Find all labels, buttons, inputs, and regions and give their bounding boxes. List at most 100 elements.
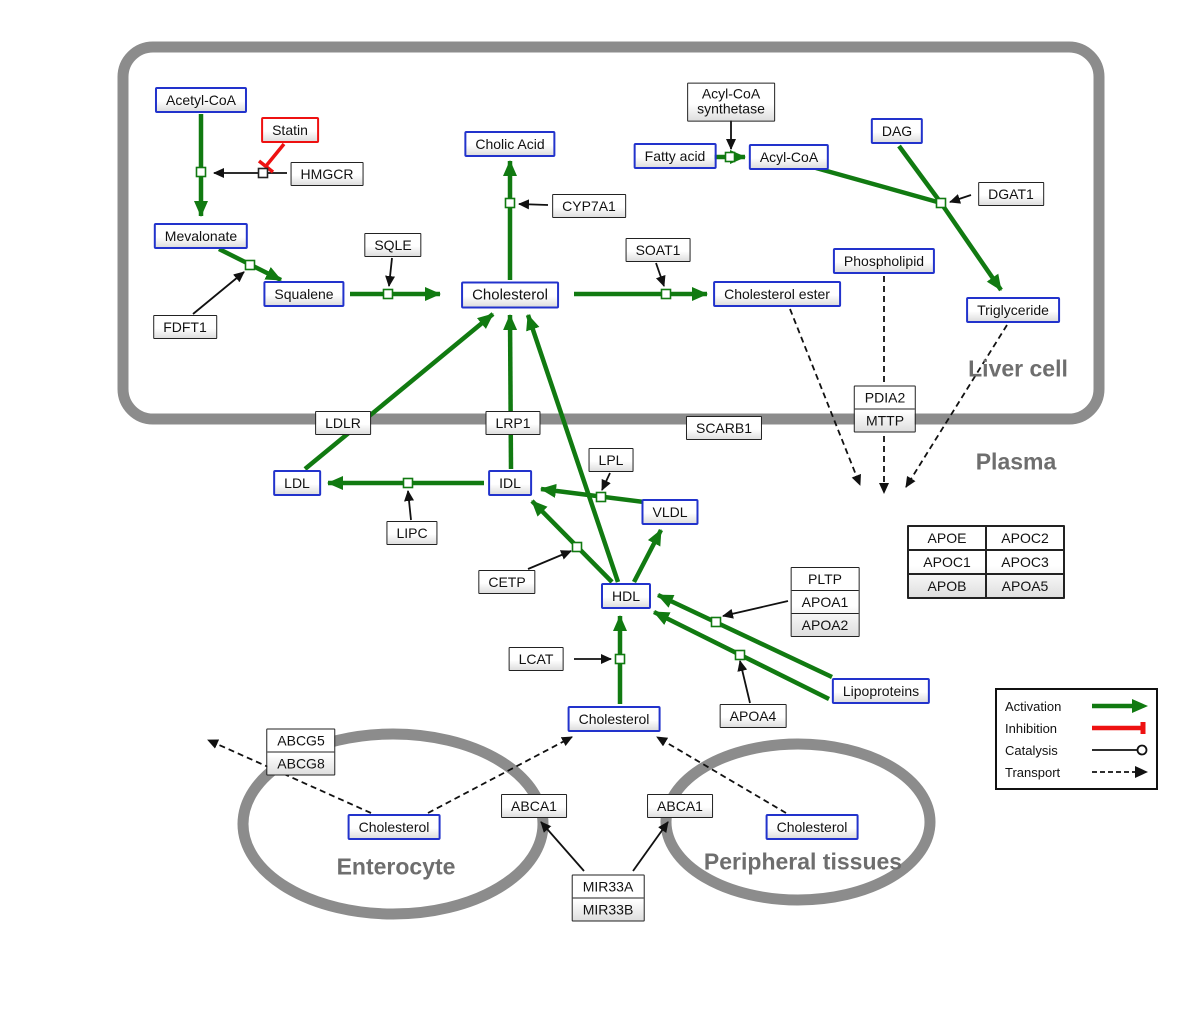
- node-vldl[interactable]: VLDL: [641, 499, 699, 525]
- arrow-mir33-abca1-left: [540, 821, 585, 872]
- node-acyl-coa[interactable]: Acyl-CoA: [748, 144, 830, 170]
- node-cholesterol-peripheral[interactable]: Cholesterol: [765, 814, 859, 840]
- process-node: [935, 197, 947, 209]
- node-lipoproteins[interactable]: Lipoproteins: [831, 678, 931, 704]
- edge-vldl-idl: [540, 483, 645, 505]
- legend-transport: Transport: [1005, 765, 1148, 780]
- catalysis-dgat1: [949, 194, 972, 204]
- catalysis-soat1: [655, 262, 666, 287]
- edge-dag-junction: [897, 144, 943, 205]
- edge-hdl-vldl: [632, 528, 663, 584]
- node-statin[interactable]: Statin: [261, 117, 319, 143]
- legend-activation: Activation: [1005, 699, 1148, 714]
- node-abcg5[interactable]: ABCG5: [277, 732, 325, 749]
- process-node: [402, 477, 414, 489]
- node-phospholipid[interactable]: Phospholipid: [832, 248, 936, 274]
- catalysis-lpl: [601, 472, 611, 491]
- peripheral-tissues-label: Peripheral tissues: [703, 848, 903, 875]
- node-apoa2[interactable]: APOA2: [791, 613, 859, 636]
- node-lpl[interactable]: LPL: [588, 448, 634, 472]
- node-abca1-right[interactable]: ABCA1: [647, 794, 713, 818]
- node-ldl[interactable]: LDL: [273, 470, 321, 496]
- liver-cell-membrane: [117, 41, 1105, 425]
- catalysis-apoa4: [737, 660, 751, 704]
- node-pltp-apoa-stack: PLTP APOA1 APOA2: [790, 567, 860, 637]
- node-pdia2-mttp-stack: PDIA2 MTTP: [853, 385, 917, 433]
- transport-arrow-icon: [1092, 766, 1148, 778]
- node-scarb1[interactable]: SCARB1: [685, 416, 763, 440]
- node-fatty-acid[interactable]: Fatty acid: [633, 143, 717, 169]
- node-abcg8[interactable]: ABCG8: [267, 751, 335, 775]
- legend-inhibition: Inhibition: [1005, 721, 1148, 736]
- activation-arrow-icon: [1092, 699, 1148, 713]
- node-mir33b[interactable]: MIR33B: [572, 897, 644, 921]
- node-hdl[interactable]: HDL: [600, 583, 652, 609]
- process-node: [660, 288, 672, 300]
- apo-cell-apoe[interactable]: APOE: [908, 526, 986, 550]
- node-apoa4[interactable]: APOA4: [719, 704, 787, 728]
- node-lcat[interactable]: LCAT: [508, 647, 564, 671]
- node-triglyceride[interactable]: Triglyceride: [966, 297, 1060, 323]
- node-mttp[interactable]: MTTP: [854, 408, 916, 432]
- apo-cell-apoa5[interactable]: APOA5: [986, 574, 1064, 598]
- edge-hdl-idl: [530, 499, 614, 584]
- node-mevalonate[interactable]: Mevalonate: [153, 223, 249, 249]
- node-lrp1[interactable]: LRP1: [485, 411, 541, 435]
- node-sqle[interactable]: SQLE: [364, 233, 422, 257]
- catalysis-edges: [192, 120, 972, 872]
- node-dag[interactable]: DAG: [870, 118, 924, 144]
- node-apoa1[interactable]: APOA1: [791, 590, 859, 613]
- node-idl[interactable]: IDL: [488, 470, 532, 496]
- node-hmgcr[interactable]: HMGCR: [290, 162, 364, 186]
- liver-cell-label: Liver cell: [968, 355, 1068, 382]
- node-cholesterol-enterocyte[interactable]: Cholesterol: [347, 814, 441, 840]
- catalysis-sqle: [385, 257, 396, 287]
- apolipoprotein-table: APOE APOC2 APOC1 APOC3 APOB APOA5: [907, 525, 1065, 599]
- node-cetp[interactable]: CETP: [478, 570, 536, 594]
- node-abca1-left[interactable]: ABCA1: [501, 794, 567, 818]
- transport-edges: [207, 276, 1008, 814]
- node-fdft1[interactable]: FDFT1: [153, 315, 217, 339]
- node-cholesterol-plasma[interactable]: Cholesterol: [567, 706, 661, 732]
- legend-inhibition-label: Inhibition: [1005, 720, 1058, 736]
- edge-idl-cholesterol-via-lrp1: [503, 314, 518, 470]
- node-acyl-coa-synthetase[interactable]: Acyl-CoA synthetase: [687, 82, 775, 122]
- apo-cell-apoc2[interactable]: APOC2: [986, 526, 1064, 550]
- legend-catalysis-label: Catalysis: [1005, 742, 1058, 758]
- process-node: [734, 649, 746, 661]
- node-ldlr[interactable]: LDLR: [315, 411, 371, 435]
- edge-lipoproteins-hdl-upper: [657, 592, 833, 680]
- inhibition-edge-statin: [257, 142, 286, 174]
- catalysis-cetp: [527, 550, 572, 570]
- catalysis-apoa-stack: [722, 600, 789, 619]
- process-nodes: [195, 151, 947, 665]
- process-node: [504, 197, 516, 209]
- node-acetyl-coa[interactable]: Acetyl-CoA: [154, 87, 248, 113]
- node-cholic-acid[interactable]: Cholic Acid: [464, 131, 556, 157]
- process-node: [244, 259, 256, 271]
- node-soat1[interactable]: SOAT1: [625, 238, 691, 262]
- apo-cell-apob[interactable]: APOB: [908, 574, 986, 598]
- node-mir33a[interactable]: MIR33A: [582, 878, 634, 895]
- node-squalene[interactable]: Squalene: [263, 281, 345, 307]
- node-cholesterol-liver[interactable]: Cholesterol: [461, 281, 559, 309]
- node-cyp7a1[interactable]: CYP7A1: [552, 194, 626, 218]
- inhibition-tee-icon: [1092, 722, 1146, 734]
- catalysis-circle-icon: [1092, 744, 1148, 756]
- arrow-mir33-abca1-right: [632, 821, 669, 872]
- node-pltp[interactable]: PLTP: [808, 571, 842, 587]
- inhibition-line: [264, 142, 286, 168]
- acyl-coa-synthetase-line2: synthetase: [697, 101, 765, 117]
- apo-cell-apoc3[interactable]: APOC3: [986, 550, 1064, 574]
- transport-cholesterolester-plasma: [789, 308, 861, 486]
- node-cholesterol-ester[interactable]: Cholesterol ester: [713, 281, 841, 307]
- catalysis-fdft1: [192, 271, 245, 315]
- enterocyte-label: Enterocyte: [336, 853, 456, 880]
- legend-activation-label: Activation: [1005, 698, 1062, 714]
- node-pdia2[interactable]: PDIA2: [864, 389, 906, 406]
- node-lipc[interactable]: LIPC: [386, 521, 438, 545]
- node-dgat1[interactable]: DGAT1: [978, 182, 1044, 206]
- apo-cell-apoc1[interactable]: APOC1: [908, 550, 986, 574]
